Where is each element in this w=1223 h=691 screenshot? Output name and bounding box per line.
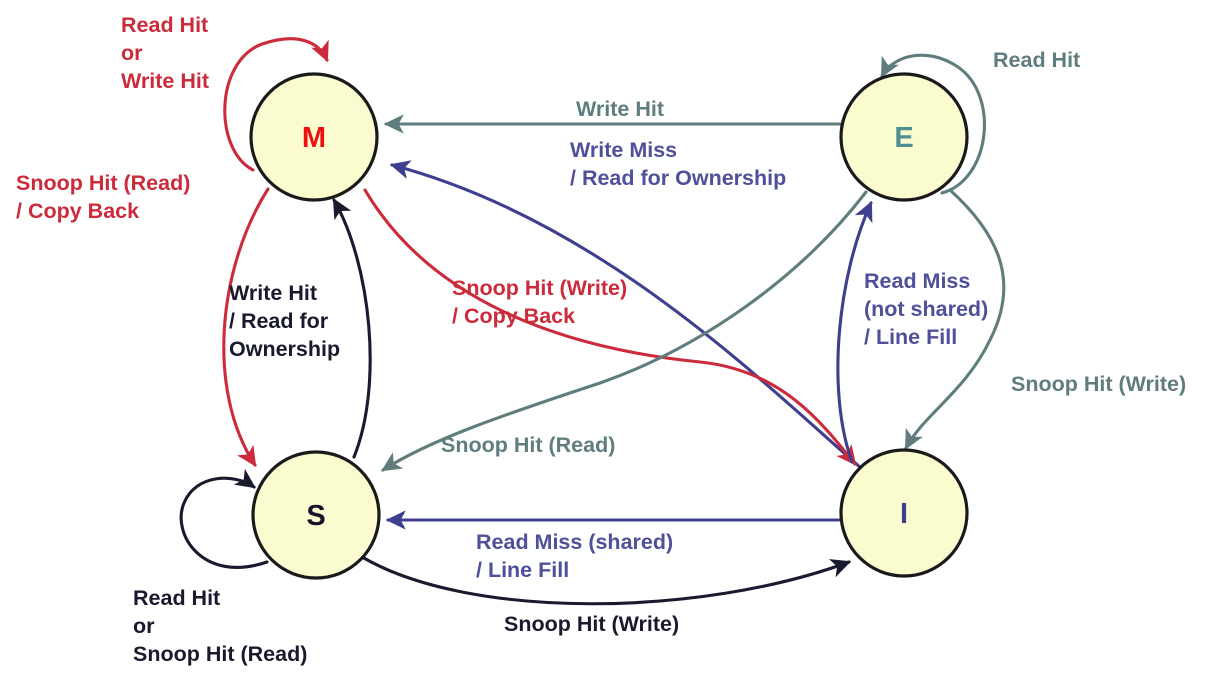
label-line: Snoop Hit (Read) (16, 171, 190, 195)
svg-text:Snoop Hit (Write) / Co: Snoop Hit (Write) / Copy Back (452, 256, 681, 328)
edge-i-to-m (389, 160, 863, 470)
node-M-circle (249, 72, 379, 202)
label-m-to-i: Snoop Hit (Write) / Copy Back (452, 256, 681, 328)
label-s-self-loop: Read Hit or Snoop Hit (Read) (133, 566, 349, 666)
label-line: Snoop Hit (Write) (452, 276, 627, 300)
label-s-to-m: Write Hit / Read for Ownership (229, 261, 382, 361)
node-E-circle (839, 72, 969, 202)
node-I-label: I (900, 498, 908, 530)
label-line: / Line Fill (476, 558, 569, 582)
label-m-self-loop: Read Hit or Write Hit (121, 0, 262, 93)
label-i-to-s: Read Miss (shared) / Line Fill (476, 510, 727, 582)
label-line: Read Miss (864, 269, 970, 293)
label-line: Write Hit (121, 69, 209, 93)
node-I[interactable]: I (839, 448, 969, 578)
label-e-to-i: Snoop Hit (Write) (1011, 352, 1223, 396)
svg-text:Read Miss (shared) / L: Read Miss (shared) / Line Fill (476, 510, 727, 582)
node-E[interactable]: E (839, 72, 969, 202)
label-line: or (133, 614, 155, 638)
svg-text:Write Miss / Read for: Write Miss / Read for Ownership (570, 118, 828, 190)
node-S-circle (251, 450, 381, 580)
label-line: Read Hit (121, 13, 208, 37)
svg-text:Read Hit or Wr: Read Hit or Write Hit (121, 0, 262, 93)
label-e-to-s: Snoop Hit (Read) (441, 413, 657, 457)
node-M-label: M (302, 122, 326, 154)
label-line: Snoop Hit (Read) (441, 433, 615, 457)
node-S-label: S (306, 500, 325, 532)
label-line: / Copy Back (452, 304, 575, 328)
label-line: Read Miss (shared) (476, 530, 673, 554)
edge-m-to-s (222, 187, 270, 467)
label-line: Read Hit (993, 48, 1080, 72)
node-E-label: E (894, 122, 913, 154)
label-m-to-s: Snoop Hit (Read) / Copy Back (16, 151, 244, 223)
label-line: Ownership (229, 337, 340, 361)
svg-text:Read Hit: Read Hit (993, 28, 1122, 72)
svg-text:Write Hit / Read for: Write Hit / Read for Ownership (229, 261, 382, 361)
svg-text:Snoop Hit (Write): Snoop Hit (Write) (504, 592, 721, 636)
svg-text:Snoop Hit (Write): Snoop Hit (Write) (1011, 352, 1223, 396)
edge-s-to-m (332, 198, 372, 459)
svg-text:Snoop Hit (Read): Snoop Hit (Read) (441, 413, 657, 457)
label-i-to-e: Read Miss (not shared) / Line Fill (864, 249, 1042, 349)
svg-text:Read Miss (not shared): Read Miss (not shared) / Line Fill (864, 249, 1042, 349)
label-s-to-i: Snoop Hit (Write) (504, 592, 721, 636)
label-line: Read Hit (133, 586, 220, 610)
svg-text:Read Hit or Sn: Read Hit or Snoop Hit (Read) (133, 566, 349, 666)
edge-s-self-loop (179, 468, 269, 569)
edge-e-to-s (381, 190, 868, 472)
edge-e-self-loop (880, 53, 986, 195)
label-e-self-loop: Read Hit (993, 28, 1122, 72)
label-i-to-m: Write Miss / Read for Ownership (570, 118, 828, 190)
label-line: / Copy Back (16, 199, 139, 223)
label-line: Snoop Hit (Write) (1011, 372, 1186, 396)
label-line: (not shared) (864, 297, 988, 321)
label-line: Write Miss (570, 138, 677, 162)
edge-i-to-e (836, 200, 873, 464)
label-line: / Read for Ownership (570, 166, 786, 190)
label-line: Write Hit (229, 281, 317, 305)
edge-m-self-loop (223, 37, 329, 172)
label-line: / Read for (229, 309, 329, 333)
node-S[interactable]: S (251, 450, 381, 580)
node-M[interactable]: M (249, 72, 379, 202)
edge-s-to-i (360, 555, 852, 606)
label-line: Snoop Hit (Write) (504, 612, 679, 636)
svg-text:Write Hit: Write Hit (576, 77, 706, 121)
label-line: or (121, 41, 143, 65)
label-e-to-m: Write Hit (576, 77, 706, 121)
label-line: Write Hit (576, 97, 664, 121)
label-line: / Line Fill (864, 325, 957, 349)
edge-e-to-i (904, 188, 1006, 450)
label-line: Snoop Hit (Read) (133, 642, 307, 666)
node-I-circle (839, 448, 969, 578)
svg-text:Snoop Hit (Read) / Cop: Snoop Hit (Read) / Copy Back (16, 151, 244, 223)
